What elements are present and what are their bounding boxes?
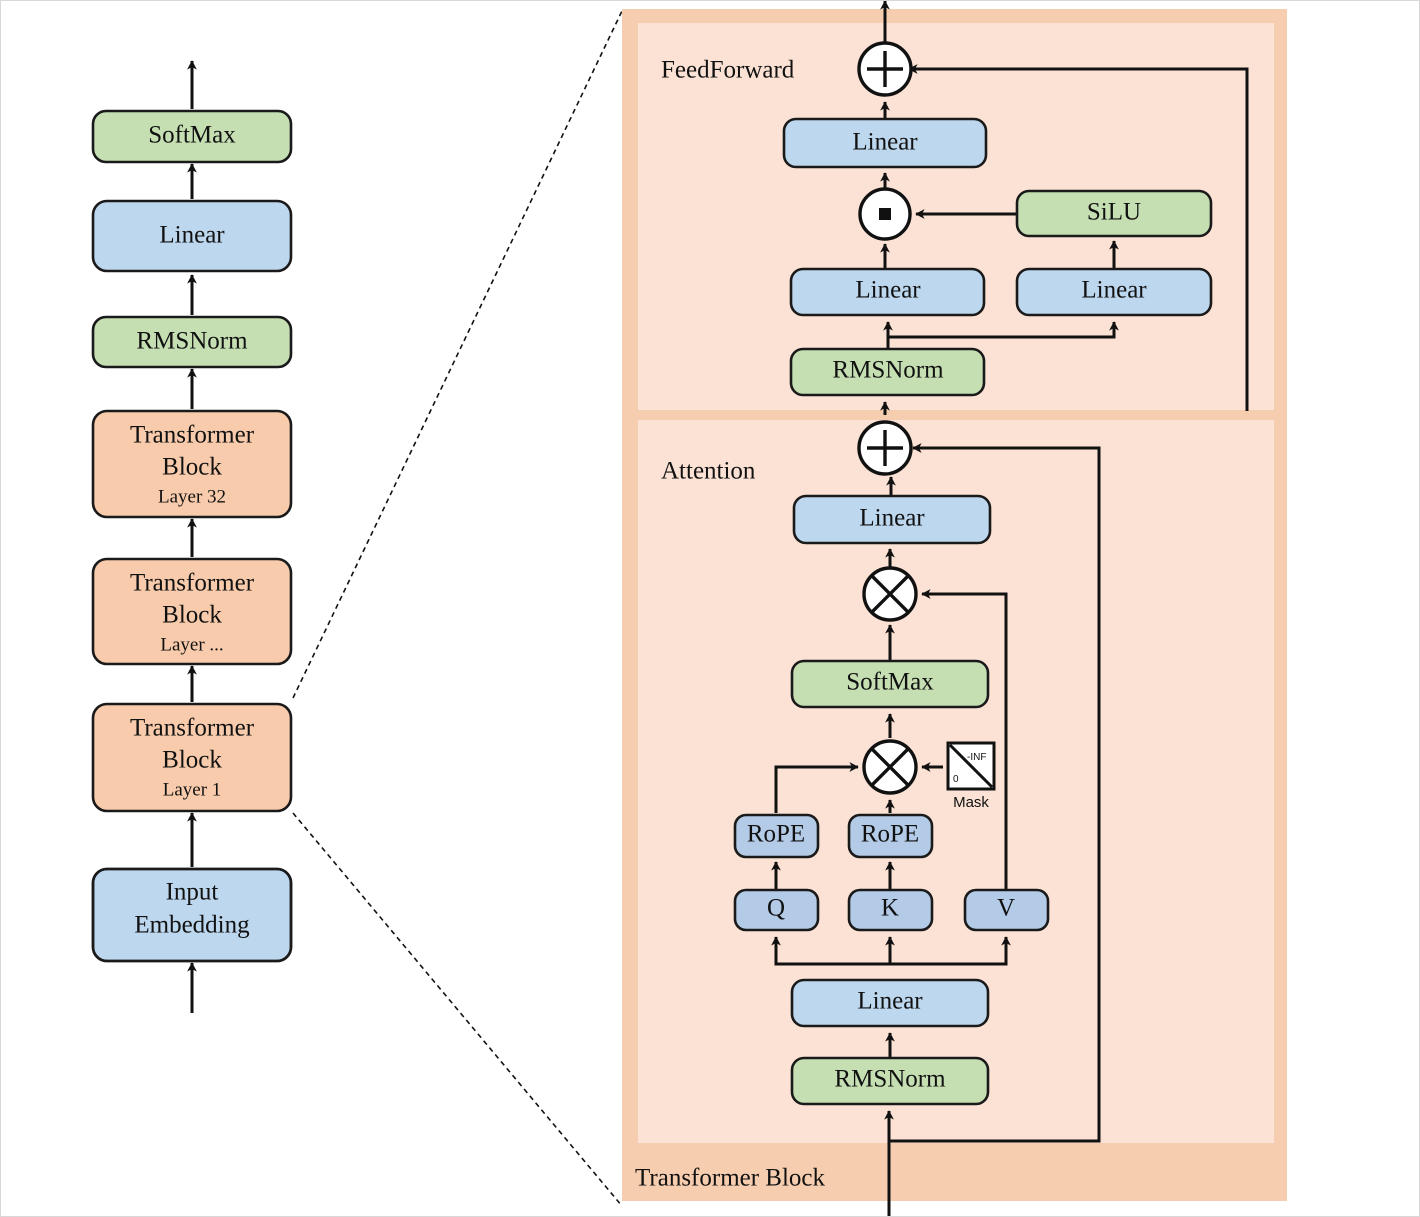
- node-label: RMSNorm: [832, 357, 944, 384]
- node-label: SiLU: [1087, 199, 1141, 226]
- svg-text:Transformer: Transformer: [130, 422, 255, 449]
- node-linear-head[interactable]: Linear: [91, 199, 293, 273]
- op-feedforward-elementwise-multiply: [858, 187, 912, 241]
- node-label: Linear: [852, 129, 918, 156]
- svg-text:Block: Block: [162, 602, 222, 629]
- callout-line-top: [292, 10, 623, 699]
- node-label: Linear: [159, 222, 225, 249]
- attention-panel-label: Attention: [661, 458, 756, 485]
- mask-caption: Mask: [953, 794, 989, 811]
- node-attn-rmsnorm[interactable]: RMSNorm: [790, 1056, 990, 1106]
- node-ff-linear-up[interactable]: Linear: [1015, 267, 1213, 317]
- node-label: RMSNorm: [834, 1066, 946, 1093]
- svg-text:Embedding: Embedding: [134, 912, 250, 939]
- node-softmax-head[interactable]: SoftMax: [91, 109, 293, 164]
- edge-attention-residual: [889, 443, 1101, 1143]
- node-label: RoPE: [747, 821, 805, 848]
- node-ff-linear-gate[interactable]: Linear: [789, 267, 986, 317]
- node-attn-q[interactable]: Q: [733, 888, 820, 932]
- node-label: RMSNorm: [136, 328, 248, 355]
- mask-icon: 0 -INF Mask: [946, 741, 996, 811]
- node-ff-rmsnorm[interactable]: RMSNorm: [789, 347, 986, 397]
- op-attention-matmul-scores-values: [862, 566, 918, 622]
- edge-v-to-attnmatmul2: [921, 589, 1008, 890]
- node-label: V: [997, 895, 1015, 922]
- node-attn-softmax[interactable]: SoftMax: [790, 659, 990, 709]
- svg-text:Transformer: Transformer: [130, 715, 255, 742]
- edge-ff-residual: [908, 64, 1249, 411]
- edge-linearin-to-q: [771, 936, 890, 966]
- node-label: SoftMax: [148, 122, 236, 149]
- node-transformer-block-layer-1[interactable]: Transformer Block Layer 1: [91, 702, 293, 813]
- node-label: Linear: [859, 505, 925, 532]
- svg-text:Block: Block: [162, 454, 222, 481]
- node-attn-linear-out[interactable]: Linear: [792, 494, 992, 545]
- node-label: SoftMax: [846, 669, 934, 696]
- node-attn-v[interactable]: V: [963, 888, 1050, 932]
- node-attn-linear-in[interactable]: Linear: [790, 978, 990, 1028]
- node-ff-linear-out[interactable]: Linear: [782, 117, 988, 169]
- node-label: RoPE: [861, 821, 919, 848]
- transformer-block-panel-label: Transformer Block: [635, 1165, 826, 1192]
- node-input-embedding-lines: Input Embedding: [91, 867, 293, 963]
- node-attn-rope-q[interactable]: RoPE: [733, 813, 820, 859]
- op-feedforward-add: [857, 41, 913, 97]
- node-label: Linear: [1081, 277, 1147, 304]
- op-attention-add: [857, 420, 913, 476]
- node-rmsnorm-final[interactable]: RMSNorm: [91, 315, 293, 369]
- svg-text:Input: Input: [166, 879, 219, 906]
- feedforward-panel-label: FeedForward: [661, 57, 795, 84]
- node-label: Linear: [857, 988, 923, 1015]
- node-transformer-block-layer-32[interactable]: Transformer Block Layer 32: [91, 409, 293, 519]
- edge-linearin-to-v: [890, 936, 1011, 966]
- svg-text:Block: Block: [162, 747, 222, 774]
- mask-lower-value: 0: [953, 774, 959, 785]
- edge-ropeq-to-matmul1: [774, 762, 859, 813]
- node-sublabel: Layer 32: [158, 486, 226, 507]
- node-attn-k[interactable]: K: [847, 888, 934, 932]
- node-ff-silu[interactable]: SiLU: [1015, 189, 1213, 238]
- node-sublabel: Layer 1: [163, 779, 222, 800]
- edge-ffrmsnorm-to-up: [888, 321, 1119, 339]
- node-label: K: [881, 895, 899, 922]
- node-sublabel: Layer ...: [160, 634, 223, 655]
- mask-upper-value: -INF: [967, 752, 986, 763]
- node-transformer-block-layer-dots[interactable]: Transformer Block Layer ...: [91, 557, 293, 666]
- node-label: Q: [767, 895, 785, 922]
- node-attn-rope-k[interactable]: RoPE: [847, 813, 934, 859]
- op-attention-matmul-qk: [862, 739, 918, 795]
- node-label: Linear: [855, 277, 921, 304]
- svg-text:Transformer: Transformer: [130, 570, 255, 597]
- callout-line-bottom: [292, 812, 623, 1207]
